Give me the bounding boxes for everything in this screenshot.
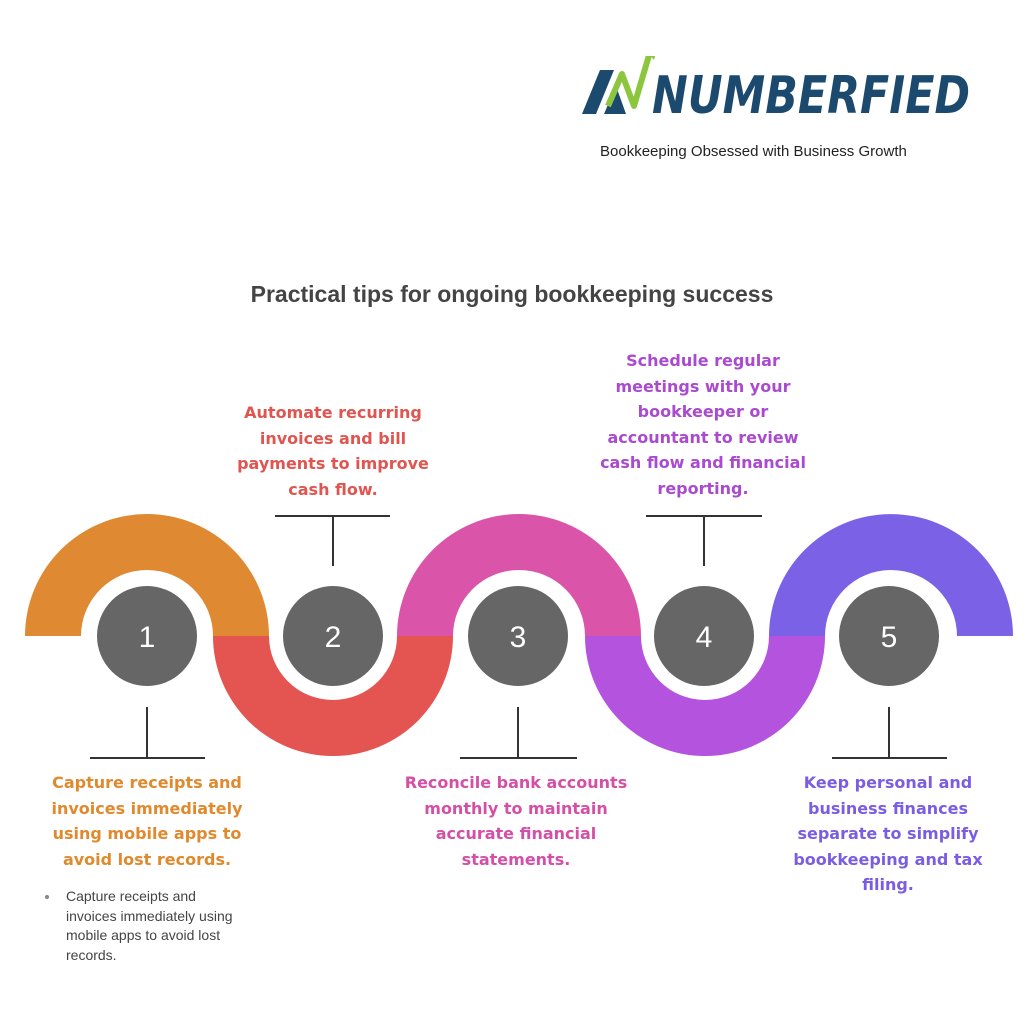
wave-band-4: [585, 636, 825, 756]
step-circle-1: [97, 586, 197, 686]
bullet-dot-icon: [45, 895, 49, 899]
wave-band-5: [769, 514, 1013, 636]
logo-wordmark-text: NUMBERFIED: [652, 66, 970, 126]
step-number-1: 1: [139, 621, 156, 654]
wave-band-3: [397, 514, 641, 636]
step-text-2: Automate recurring invoices and bill pay…: [237, 403, 429, 499]
step-circle-2: [283, 586, 383, 686]
logo-n-mark-icon: [582, 56, 656, 114]
step-number-4: 4: [696, 621, 713, 654]
step-circle-4: [654, 586, 754, 686]
connector-5: [832, 707, 947, 759]
step-number-3: 3: [510, 621, 527, 654]
step-number-2: 2: [325, 621, 342, 654]
wave-band-1: [25, 514, 269, 636]
step-circle-3: [468, 586, 568, 686]
step-circle-5: [839, 586, 939, 686]
step-text-4: Schedule regular meetings with your book…: [600, 351, 806, 498]
step-text-5: Keep personal and business finances sepa…: [793, 773, 983, 894]
connector-4: [646, 515, 762, 566]
connector-3: [460, 707, 577, 759]
step-number-5: 5: [881, 621, 898, 654]
numberfied-logo: NUMBERFIED: [582, 56, 970, 126]
step-text-1: Capture receipts and invoices immediatel…: [51, 773, 243, 869]
connector-2: [275, 515, 390, 566]
bullet-note-text: Capture receipts and invoices immediatel…: [66, 888, 233, 963]
page-title: Practical tips for ongoing bookkeeping s…: [250, 281, 774, 307]
step-text-3: Reconcile bank accounts monthly to maint…: [404, 773, 628, 869]
bullet-note: Capture receipts and invoices immediatel…: [45, 887, 246, 965]
wave-band-2: [213, 636, 453, 756]
connector-1: [90, 707, 205, 759]
tagline: Bookkeeping Obsessed with Business Growt…: [600, 143, 907, 160]
